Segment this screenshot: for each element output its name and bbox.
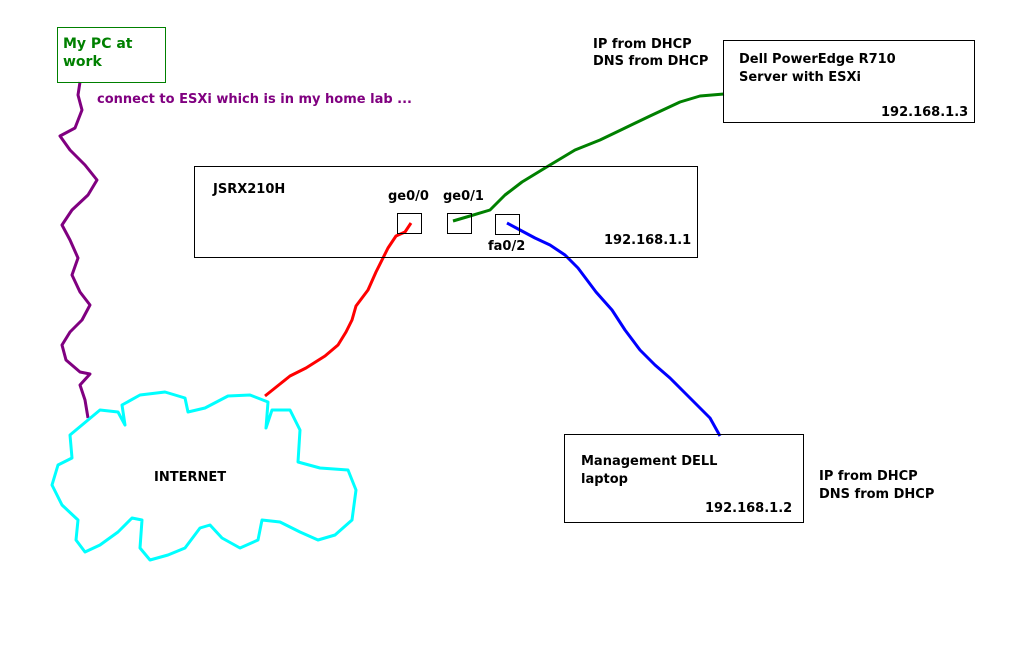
port-ge0-1 (447, 213, 472, 234)
blue-laptop-link (506, 221, 722, 437)
port-label-fa0-2: fa0/2 (488, 239, 526, 254)
my-pc-box (57, 27, 166, 83)
purple-connection (58, 81, 99, 419)
server-dhcp-dns: DNS from DHCP (593, 54, 709, 69)
server-ip: 192.168.1.3 (881, 105, 969, 120)
my-pc-line1: My PC at (63, 36, 133, 52)
laptop-ip: 192.168.1.2 (705, 501, 793, 516)
port-fa0-2 (495, 214, 520, 235)
internet-label: INTERNET (154, 470, 227, 485)
my-pc-label: My PC at work (63, 35, 132, 71)
my-pc-line2: work (63, 54, 102, 70)
router-ip: 192.168.1.1 (604, 233, 692, 248)
laptop-dhcp-dns: DNS from DHCP (819, 487, 935, 502)
server-dhcp-ip: IP from DHCP (593, 37, 692, 52)
green-server-link (452, 92, 725, 223)
port-label-ge0-0: ge0/0 (388, 189, 429, 204)
connection-note: connect to ESXi which is in my home lab … (97, 92, 412, 107)
server-name: Dell PowerEdge R710 (739, 52, 896, 67)
server-box (723, 40, 975, 123)
router-name: JSRX210H (213, 182, 286, 197)
internet-cloud (50, 390, 358, 562)
port-label-ge0-1: ge0/1 (443, 189, 484, 204)
laptop-name: Management DELL (581, 454, 718, 469)
router-box (194, 166, 698, 258)
laptop-dhcp-ip: IP from DHCP (819, 469, 918, 484)
port-ge0-0 (397, 213, 422, 234)
laptop-desc: laptop (581, 472, 628, 487)
laptop-box (564, 434, 804, 523)
server-desc: Server with ESXi (739, 70, 862, 85)
red-wan-link (264, 222, 413, 398)
